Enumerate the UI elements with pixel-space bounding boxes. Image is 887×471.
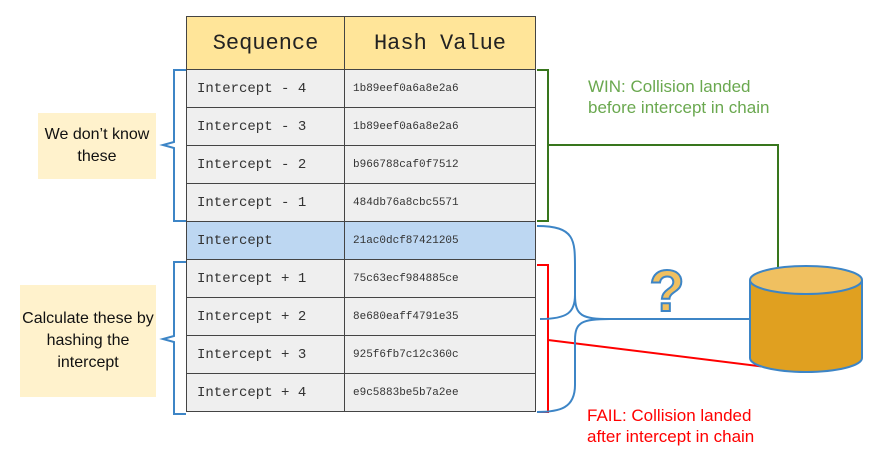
table-row: Intercept - 1 484db76a8cbc5571 — [186, 183, 536, 222]
hash-cell: 21ac0dcf87421205 — [344, 221, 536, 260]
fail-outcome-line2: after intercept in chain — [587, 427, 755, 446]
hash-cell: 1b89eef0a6a8e2a6 — [344, 107, 536, 146]
intercept-curly-connector — [536, 225, 752, 320]
table-row: Intercept + 2 8e680eaff4791e35 — [186, 297, 536, 336]
unknown-rows-left-brace — [159, 69, 186, 222]
intercept-row: Intercept 21ac0dcf87421205 — [186, 221, 536, 260]
hash-cell: 484db76a8cbc5571 — [344, 183, 536, 222]
table-row: Intercept + 1 75c63ecf984885ce — [186, 259, 536, 298]
win-outcome-line2: before intercept in chain — [588, 98, 770, 117]
sequence-cell: Intercept - 1 — [186, 183, 345, 222]
hash-cell: 75c63ecf984885ce — [344, 259, 536, 298]
win-rows-right-brace — [537, 69, 549, 222]
sequence-cell: Intercept + 3 — [186, 335, 345, 374]
win-outcome-label: WIN: Collision landed before intercept i… — [588, 76, 769, 118]
sequence-cell: Intercept + 1 — [186, 259, 345, 298]
table-row: Intercept - 2 b966788caf0f7512 — [186, 145, 536, 184]
win-outcome-line1: WIN: Collision landed — [588, 77, 751, 96]
win-connector-line — [548, 144, 779, 270]
calculated-rows-left-brace — [159, 261, 186, 415]
hash-cell: e9c5883be5b7a2ee — [344, 373, 536, 412]
fail-rows-right-brace — [537, 264, 549, 413]
sequence-cell: Intercept - 3 — [186, 107, 345, 146]
fail-outcome-line1: FAIL: Collision landed — [587, 406, 752, 425]
unknown-rows-note: We don’t know these — [38, 113, 156, 179]
sequence-cell: Intercept + 2 — [186, 297, 345, 336]
table-header-row: Sequence Hash Value — [186, 16, 536, 70]
hash-cell: b966788caf0f7512 — [344, 145, 536, 184]
question-mark: ? — [649, 259, 684, 324]
database-cylinder-icon — [749, 265, 863, 373]
sequence-cell: Intercept - 2 — [186, 145, 345, 184]
hash-cell: 925f6fb7c12c360c — [344, 335, 536, 374]
sequence-column-header: Sequence — [186, 16, 345, 70]
calculate-rows-note-text: Calculate these by hashing the intercept — [22, 310, 154, 371]
hash-column-header: Hash Value — [344, 16, 536, 70]
intercept-curly-connector-lower — [536, 318, 611, 413]
sequence-cell: Intercept — [186, 221, 345, 260]
sequence-cell: Intercept - 4 — [186, 69, 345, 108]
unknown-rows-note-text: We don’t know these — [44, 126, 150, 165]
fail-outcome-label: FAIL: Collision landed after intercept i… — [587, 405, 754, 447]
hash-cell: 8e680eaff4791e35 — [344, 297, 536, 336]
table-row: Intercept - 3 1b89eef0a6a8e2a6 — [186, 107, 536, 146]
table-row: Intercept + 3 925f6fb7c12c360c — [186, 335, 536, 374]
table-row: Intercept - 4 1b89eef0a6a8e2a6 — [186, 69, 536, 108]
table-row: Intercept + 4 e9c5883be5b7a2ee — [186, 373, 536, 412]
calculate-rows-note: Calculate these by hashing the intercept — [20, 285, 156, 397]
hash-chain-table: Sequence Hash Value Intercept - 4 1b89ee… — [186, 16, 536, 412]
hash-cell: 1b89eef0a6a8e2a6 — [344, 69, 536, 108]
sequence-cell: Intercept + 4 — [186, 373, 345, 412]
